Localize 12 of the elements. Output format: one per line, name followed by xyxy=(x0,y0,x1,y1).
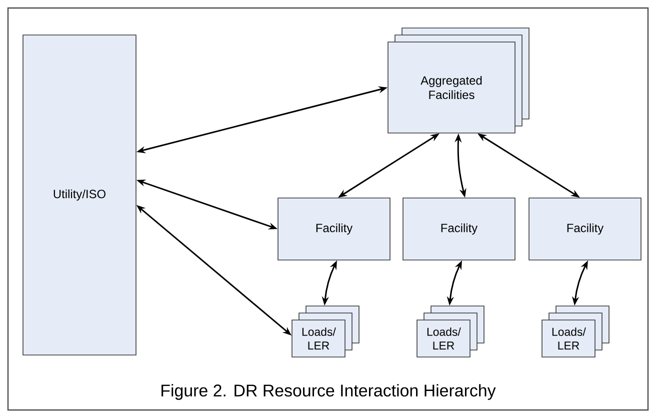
node-label: LER xyxy=(433,342,454,350)
stacked-box: Loads/ LER xyxy=(292,306,360,358)
stacked-box: Aggregated Facilities xyxy=(388,28,530,134)
entity-box: Utility/ISO xyxy=(22,34,136,356)
stacked-box: Loads/ LER xyxy=(542,306,610,358)
node-label: LER xyxy=(558,342,580,350)
figure-caption: Figure 2. DR Resource Interaction Hierarchy xyxy=(162,384,496,400)
stacked-box: Loads/ LER xyxy=(416,306,484,358)
node-label: LER xyxy=(308,342,330,350)
process-box: Facility xyxy=(528,198,642,260)
process-box: Facility xyxy=(402,198,516,260)
process-box: Facility xyxy=(278,198,390,260)
